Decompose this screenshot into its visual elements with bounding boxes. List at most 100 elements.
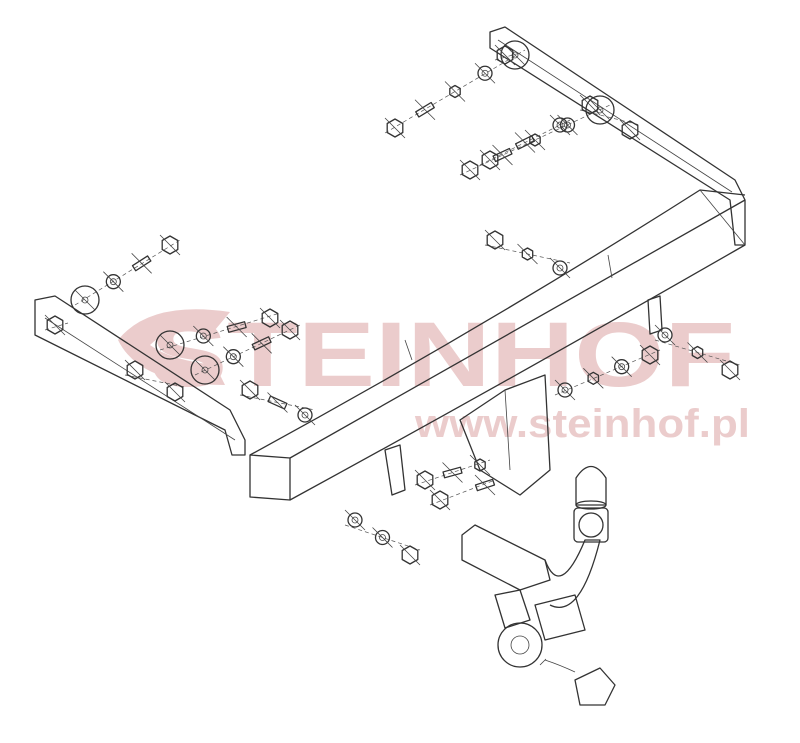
leader-tick bbox=[414, 469, 436, 491]
cross-beam bbox=[249, 189, 746, 501]
left-mounting-bracket bbox=[34, 295, 246, 456]
leader-tick bbox=[524, 129, 546, 151]
axis-line bbox=[429, 479, 496, 506]
axis-line bbox=[414, 459, 491, 486]
washer-icon bbox=[552, 260, 568, 276]
leader-tick bbox=[619, 119, 641, 141]
leader-tick bbox=[44, 314, 66, 336]
leader-tick bbox=[164, 381, 186, 403]
leader-tick bbox=[251, 333, 272, 354]
leader-tick bbox=[492, 144, 513, 166]
axis-line bbox=[579, 109, 641, 126]
large-washer-icon bbox=[70, 285, 100, 315]
leader-tick bbox=[259, 307, 281, 329]
hex-bolt-head-icon bbox=[126, 360, 144, 380]
hitch-mounting-plate bbox=[384, 295, 663, 496]
hex-bolt-head-icon bbox=[496, 45, 514, 65]
hex-bolt-head-icon bbox=[281, 320, 299, 340]
leader-tick bbox=[469, 454, 491, 476]
leader-tick bbox=[589, 99, 611, 121]
watermark-brand: STEINHOF bbox=[150, 304, 735, 406]
hex-bolt-head-icon bbox=[581, 95, 599, 115]
leader-tick bbox=[103, 271, 124, 292]
hex-nut-icon bbox=[521, 247, 534, 261]
washer-icon bbox=[297, 407, 313, 423]
bolt-shank-icon bbox=[474, 478, 496, 492]
bolt-shank-icon bbox=[267, 395, 288, 410]
leader-tick bbox=[74, 289, 96, 311]
hex-bolt-head-icon bbox=[261, 308, 279, 328]
hex-bolt-head-icon bbox=[241, 380, 259, 400]
washer-icon bbox=[105, 274, 121, 290]
bolt-shank-icon bbox=[131, 255, 152, 272]
axis-line bbox=[554, 349, 661, 396]
large-washer-icon bbox=[190, 355, 220, 385]
hex-bolt-head-icon bbox=[431, 490, 449, 510]
fasteners bbox=[44, 40, 741, 566]
leader-tick bbox=[159, 234, 181, 256]
washer-icon bbox=[225, 349, 241, 365]
leader-tick bbox=[414, 99, 436, 121]
leader-tick bbox=[279, 319, 301, 341]
leader-tick bbox=[549, 257, 571, 279]
hex-bolt-head-icon bbox=[46, 315, 64, 335]
leader-tick bbox=[719, 359, 741, 381]
bolt-shank-icon bbox=[492, 147, 513, 163]
axis-line bbox=[74, 239, 181, 306]
axis-line bbox=[344, 524, 421, 551]
leader-tick bbox=[611, 356, 632, 377]
leader-tick bbox=[474, 474, 496, 496]
leader-tick bbox=[344, 509, 366, 531]
leader-tick bbox=[474, 62, 496, 84]
leader-tick bbox=[639, 344, 661, 366]
hex-bolt-head-icon bbox=[481, 150, 499, 170]
washer-icon bbox=[477, 65, 493, 81]
leader-tick bbox=[399, 544, 421, 566]
leader-tick bbox=[514, 132, 536, 153]
leader-tick bbox=[226, 316, 247, 338]
hex-bolt-head-icon bbox=[621, 120, 639, 140]
leader-tick bbox=[267, 392, 288, 413]
leader-tick bbox=[494, 44, 516, 66]
washer-icon bbox=[195, 328, 211, 344]
hex-nut-icon bbox=[691, 345, 704, 360]
hex-bolt-head-icon bbox=[386, 118, 404, 138]
washer-icon bbox=[552, 117, 568, 133]
washer-icon bbox=[614, 359, 630, 375]
leader-tick bbox=[159, 334, 181, 356]
leader-tick bbox=[124, 359, 146, 381]
axis-line bbox=[124, 374, 186, 388]
bolt-shank-icon bbox=[251, 336, 272, 351]
watermark-url: www.steinhof.pl bbox=[414, 402, 750, 446]
hex-bolt-head-icon bbox=[486, 230, 504, 250]
hex-bolt-head-icon bbox=[161, 235, 179, 255]
bolt-shank-icon bbox=[514, 135, 536, 150]
washer-icon bbox=[657, 327, 673, 343]
leader-tick bbox=[549, 114, 571, 136]
leader-tick bbox=[239, 379, 261, 401]
leader-tick bbox=[579, 94, 601, 116]
hex-bolt-head-icon bbox=[721, 360, 739, 380]
watermark: STEINHOF www.steinhof.pl bbox=[118, 304, 750, 446]
hex-nut-icon bbox=[587, 371, 600, 385]
hex-bolt-head-icon bbox=[166, 382, 184, 402]
axis-line bbox=[494, 52, 521, 61]
leader-tick bbox=[517, 243, 538, 265]
bolt-shank-icon bbox=[415, 101, 435, 118]
hex-nut-icon bbox=[449, 84, 461, 99]
large-washer-icon bbox=[155, 330, 185, 360]
leader-tick bbox=[384, 117, 406, 139]
leader-tick bbox=[372, 527, 393, 548]
hex-bolt-head-icon bbox=[461, 160, 479, 180]
leader-tick bbox=[193, 325, 214, 347]
electrical-socket bbox=[494, 589, 616, 706]
leader-tick bbox=[484, 229, 506, 251]
leader-tick bbox=[654, 324, 676, 346]
leader-tick bbox=[444, 81, 466, 102]
leader-tick bbox=[194, 359, 216, 381]
axis-line bbox=[194, 324, 301, 376]
tow-ball-arm bbox=[461, 465, 609, 608]
washer-icon bbox=[374, 529, 391, 546]
